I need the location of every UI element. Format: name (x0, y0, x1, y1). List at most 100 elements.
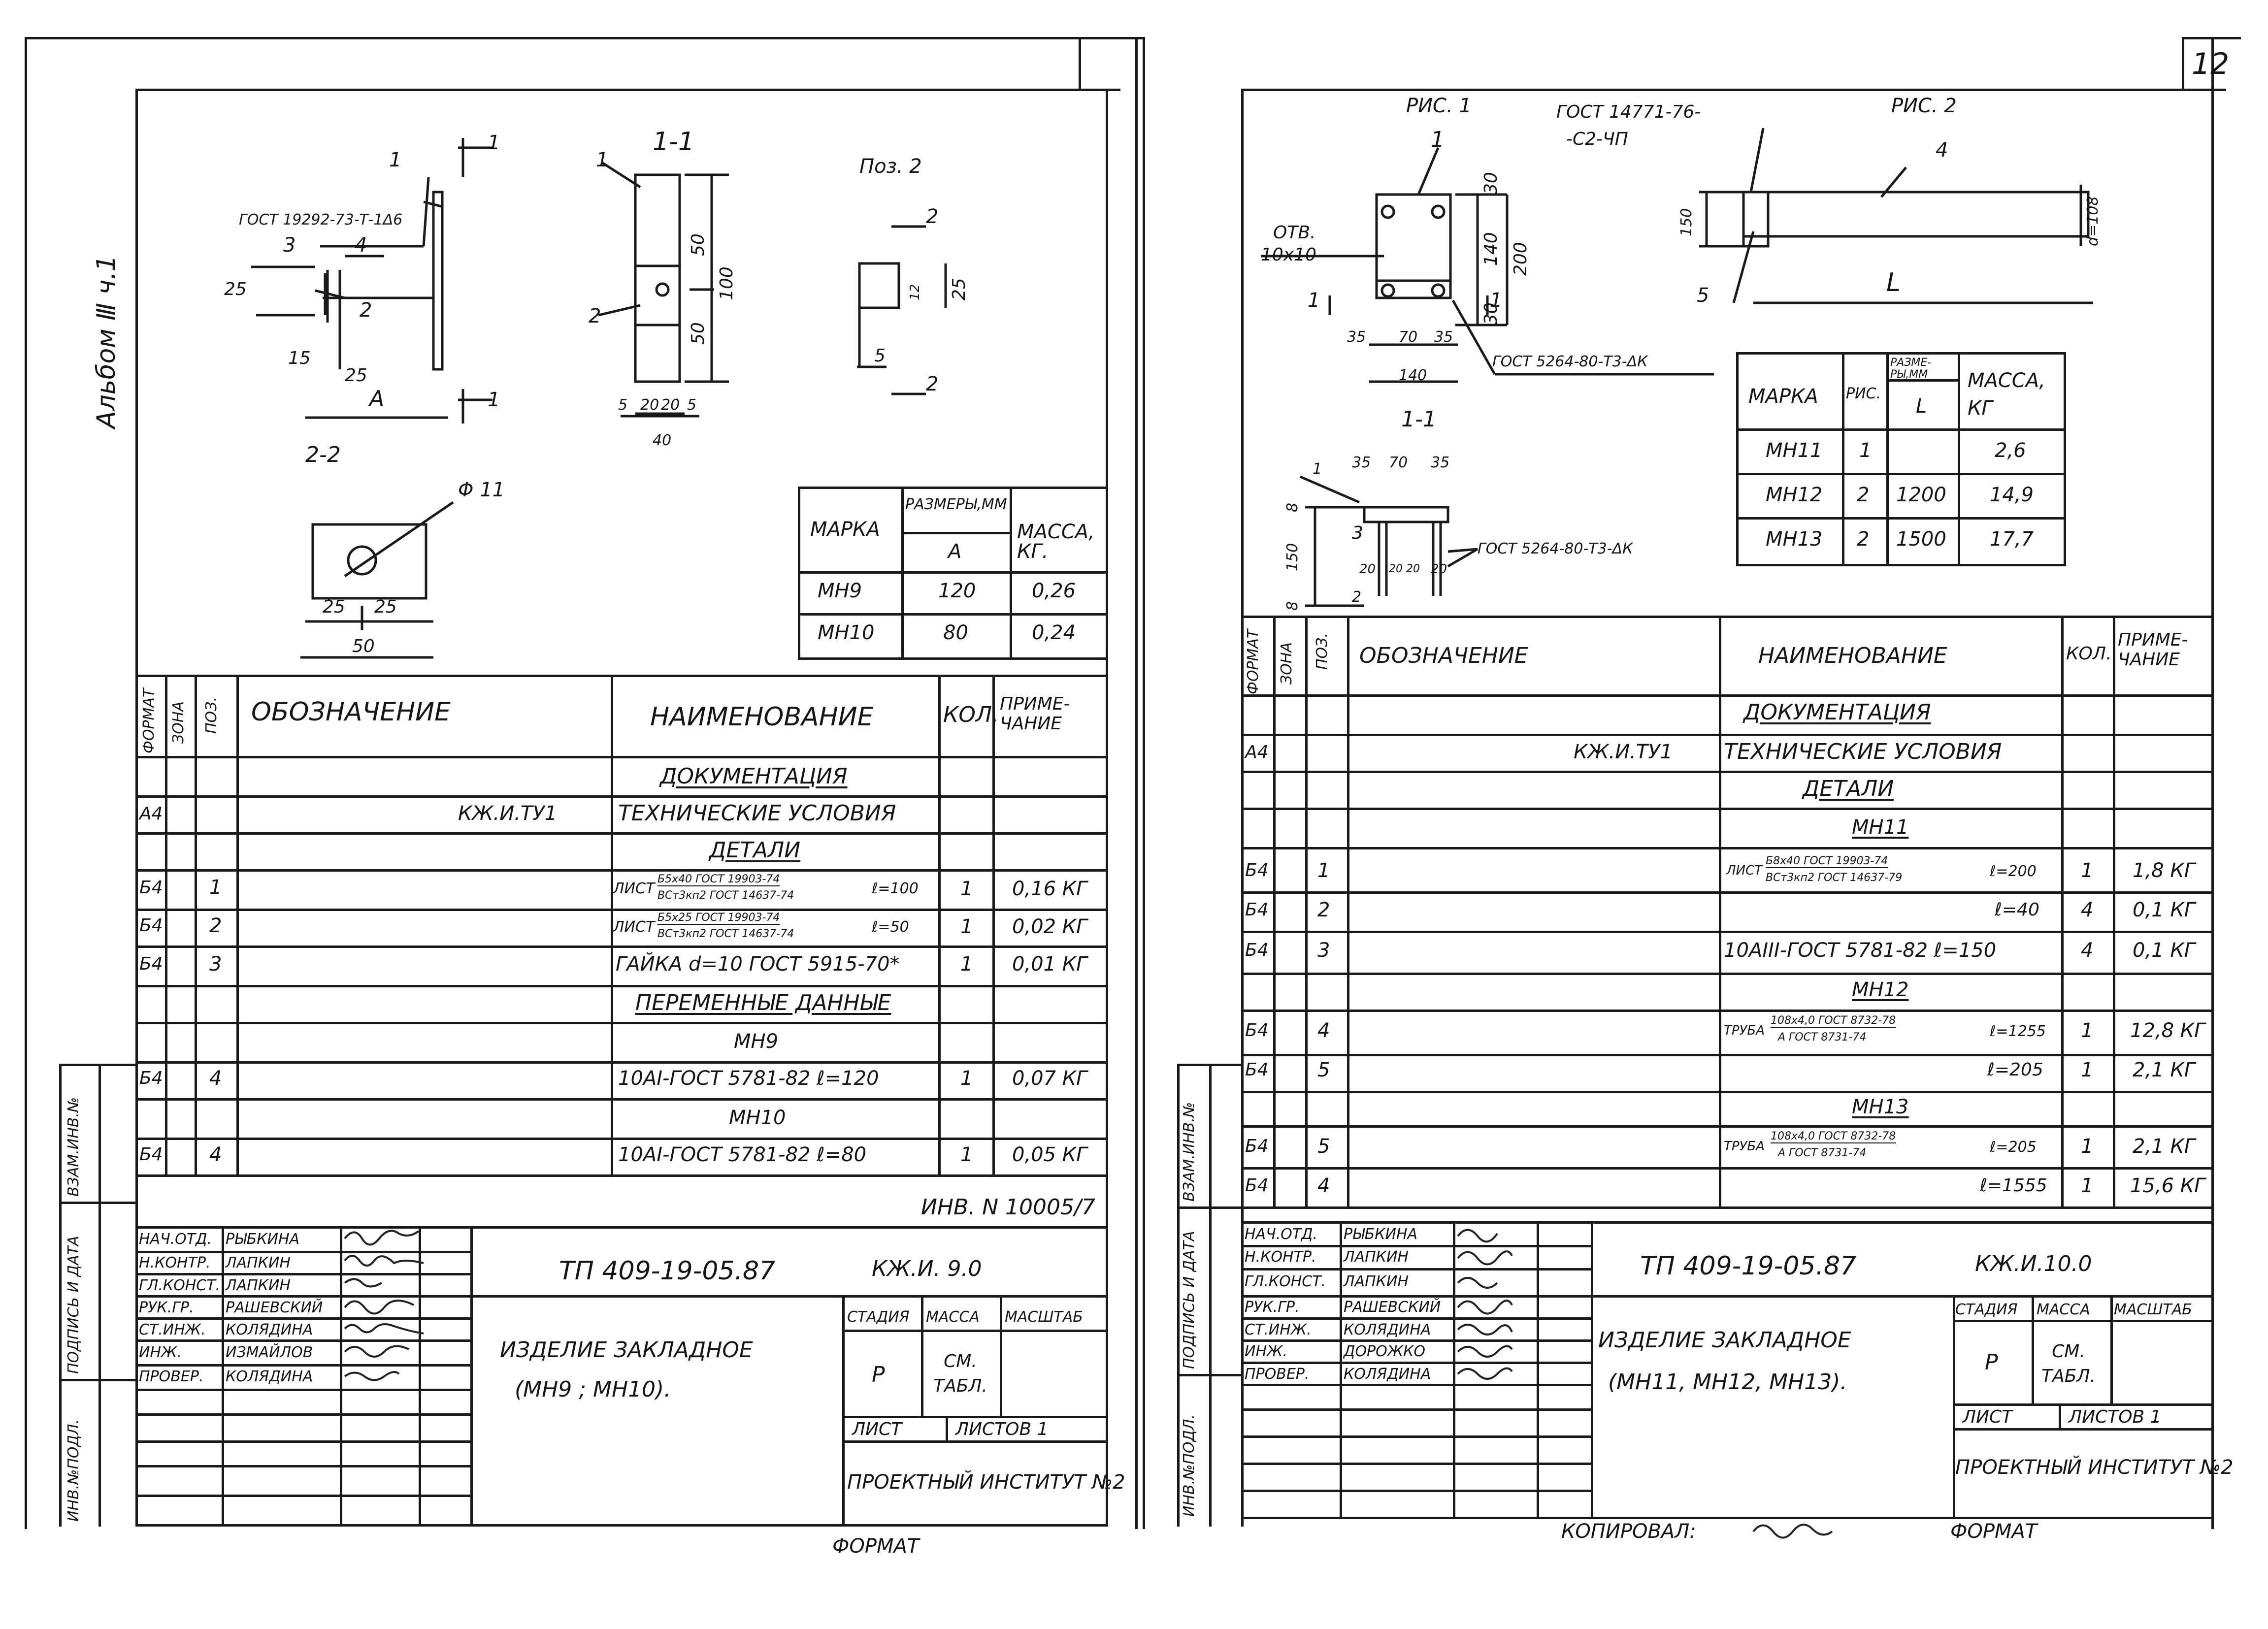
right-spec-r7-poz: 3 (1317, 939, 1330, 962)
right-spec-r6-name: ℓ=40 (1995, 900, 2039, 920)
left-spec-r9-poz: 4 (209, 1067, 222, 1090)
right-spec-r5-fmt: Б4 (1245, 860, 1269, 880)
right-spec-r9-poz: 4 (1317, 1019, 1330, 1042)
left-plate-dim-25a: 25 (323, 597, 345, 617)
left-spec-r6-poz: 3 (209, 953, 222, 976)
right-stamp-massa-val: СМ. ТАБЛ. (2041, 1341, 2096, 1387)
right-spec-r1-name: ДОКУМЕНТАЦИЯ (1743, 700, 1931, 725)
right-spec-r7-fmt: Б4 (1245, 940, 1269, 960)
right-spec-r6-prim: 0,1 КГ (2133, 899, 2196, 921)
right-dim-35a: 35 (1347, 328, 1366, 346)
left-spec-h-kol: КОЛ. (943, 702, 999, 727)
right-mt-r2-mass: 14,9 (1990, 484, 2034, 506)
left-spec-r9-prim: 0,07 КГ (1012, 1067, 1087, 1090)
right-stamp-role-6: ПРОВЕР. (1245, 1366, 1310, 1383)
left-plate-dim-50: 50 (352, 636, 375, 656)
left-stamp-role-2: ГЛ.КОНСТ. (139, 1277, 221, 1294)
right-b-num-2: 2 (1352, 588, 1362, 606)
right-spec-r4-name: МН11 (1852, 816, 1909, 839)
right-spec-r13-kol: 1 (2081, 1174, 2094, 1197)
right-spec-r9-den: А ГОСТ 8731-74 (1778, 1031, 1867, 1043)
left-spec-r9-kol: 1 (960, 1067, 973, 1090)
right-stamp-name-3: РАШЕВСКИЙ (1344, 1299, 1441, 1316)
right-spec-r9-post: ℓ=1255 (1990, 1023, 2046, 1040)
right-spec-r10-poz: 5 (1317, 1059, 1330, 1081)
right-b-dim-35b: 35 (1431, 454, 1450, 471)
left-stamp-massa: МАССА (926, 1308, 980, 1326)
left-stamp-role-5: ИНЖ. (139, 1344, 182, 1361)
right-spec-r6-kol: 4 (2081, 899, 2094, 921)
right-num-5: 5 (1697, 284, 1709, 307)
left-spec-r11-name: 10АI-ГОСТ 5781-82 ℓ=80 (618, 1143, 867, 1166)
left-spec-r4-kol: 1 (960, 878, 973, 900)
right-gost-top2: -С2-ЧП (1566, 129, 1628, 149)
left-dim-5b: 5 (687, 396, 697, 414)
left-stamp-mark: КЖ.И. 9.0 (872, 1256, 982, 1281)
left-spec-r8-name: МН9 (734, 1030, 779, 1053)
left-s-num-2: 2 (589, 305, 601, 327)
left-section-1-1: 1-1 (653, 127, 694, 157)
left-spec-r6-fmt: Б4 (139, 954, 163, 974)
left-poz2-dim-5: 5 (874, 346, 886, 366)
left-stamp-stadia-val: Р (872, 1362, 885, 1387)
right-mt-r1-marka: МН11 (1766, 439, 1823, 462)
right-mt-r2-marka: МН12 (1766, 484, 1823, 506)
right-spec-r10-fmt: Б4 (1245, 1060, 1269, 1080)
left-stamp-name-4: КОЛЯДИНА (226, 1321, 313, 1338)
right-spec-r12-post: ℓ=205 (1990, 1139, 2037, 1156)
right-dim-70a: 70 (1399, 328, 1418, 346)
left-inventory-number: ИНВ. N 10005/7 (921, 1195, 1095, 1220)
right-mt-r1-mass: 2,6 (1995, 439, 2026, 462)
right-stamp-role-2: ГЛ.КОНСТ. (1245, 1273, 1326, 1290)
left-spec-h-oboz: ОБОЗНАЧЕНИЕ (251, 697, 451, 727)
left-spec-r3-name: ДЕТАЛИ (709, 838, 801, 863)
right-mt-h-mass: МАССА, КГ (1968, 369, 2045, 420)
left-dim-25-vert: 25 (224, 279, 247, 299)
right-spec-r13-name: ℓ=1555 (1980, 1175, 2047, 1196)
right-stamp-title2: (МН11, МН12, МН13). (1608, 1369, 1847, 1395)
right-stamp-org: ПРОЕКТНЫЙ ИНСТИТУТ №2 (1955, 1456, 2234, 1479)
right-spec-r12-poz: 5 (1317, 1135, 1330, 1158)
left-spec-r10-name: МН10 (729, 1107, 786, 1129)
right-stamp-role-4: СТ.ИНЖ. (1245, 1321, 1312, 1338)
right-spec-r9-fmt: Б4 (1245, 1020, 1269, 1041)
right-spec-r13-fmt: Б4 (1245, 1175, 1269, 1196)
right-format-caption: ФОРМАТ (1950, 1520, 2038, 1543)
right-stamp-list: ЛИСТ (1963, 1407, 2013, 1427)
left-spec-r4-post: ℓ=100 (872, 880, 919, 897)
left-stamp-role-1: Н.КОНТР. (139, 1254, 211, 1271)
left-mt-r2-mass: 0,24 (1032, 621, 1076, 644)
right-spec-r9-num: 108х4,0 ГОСТ 8732-78 (1771, 1014, 1896, 1027)
right-b-dim-20c: 20 (1406, 563, 1420, 575)
right-mt-h-size: РАЗМЕ-РЫ,ММ (1890, 357, 1932, 381)
right-mt-r2-l: 1200 (1896, 484, 1946, 506)
left-spec-r5-kol: 1 (960, 915, 973, 938)
right-spec-r2-name: ТЕХНИЧЕСКИЕ УСЛОВИЯ (1724, 739, 2002, 764)
left-stamp-title1: ИЗДЕЛИЕ ЗАКЛАДНОЕ (500, 1337, 753, 1363)
left-spec-h-name: НАИМЕНОВАНИЕ (650, 702, 874, 732)
right-b-dim-20d: 20 (1431, 562, 1447, 577)
right-stamp-title1: ИЗДЕЛИЕ ЗАКЛАДНОЕ (1598, 1328, 1851, 1353)
left-stamp-list: ЛИСТ (852, 1419, 902, 1439)
left-stamp-title2: (МН9 ; МН10). (515, 1377, 671, 1402)
left-spec-r11-fmt: Б4 (139, 1144, 163, 1165)
right-gost-top1: ГОСТ 14771-76- (1556, 102, 1701, 122)
right-spec-r11-name: МН13 (1852, 1096, 1909, 1118)
right-otv2: 10х10 (1261, 245, 1316, 265)
left-spec-r4-poz: 1 (209, 876, 222, 899)
right-sec-11: 1-1 (1401, 407, 1437, 432)
right-spec-r7-prim: 0,1 КГ (2133, 939, 2196, 962)
left-spec-r5-num: Б5х25 ГОСТ 19903-74 (657, 912, 780, 924)
left-mt-h-mass: МАССА, КГ. (1017, 521, 1095, 563)
right-gost-low: ГОСТ 5264-80-Т3-ΔК (1478, 540, 1633, 557)
right-stamp-role-1: Н.КОНТР. (1245, 1248, 1316, 1266)
left-spec-r2-fmt: А4 (139, 804, 163, 824)
left-spec-r6-kol: 1 (960, 953, 973, 976)
right-stamp-role-3: РУК.ГР. (1245, 1299, 1300, 1316)
right-stamp-listov: ЛИСТОВ 1 (2069, 1407, 2162, 1427)
right-stamp-name-6: КОЛЯДИНА (1344, 1366, 1431, 1383)
right-stamp-name-2: ЛАПКИН (1344, 1273, 1409, 1290)
left-spec-r5-post: ℓ=50 (872, 918, 909, 936)
left-stamp-massa-val: СМ. ТАБЛ. (933, 1351, 987, 1397)
